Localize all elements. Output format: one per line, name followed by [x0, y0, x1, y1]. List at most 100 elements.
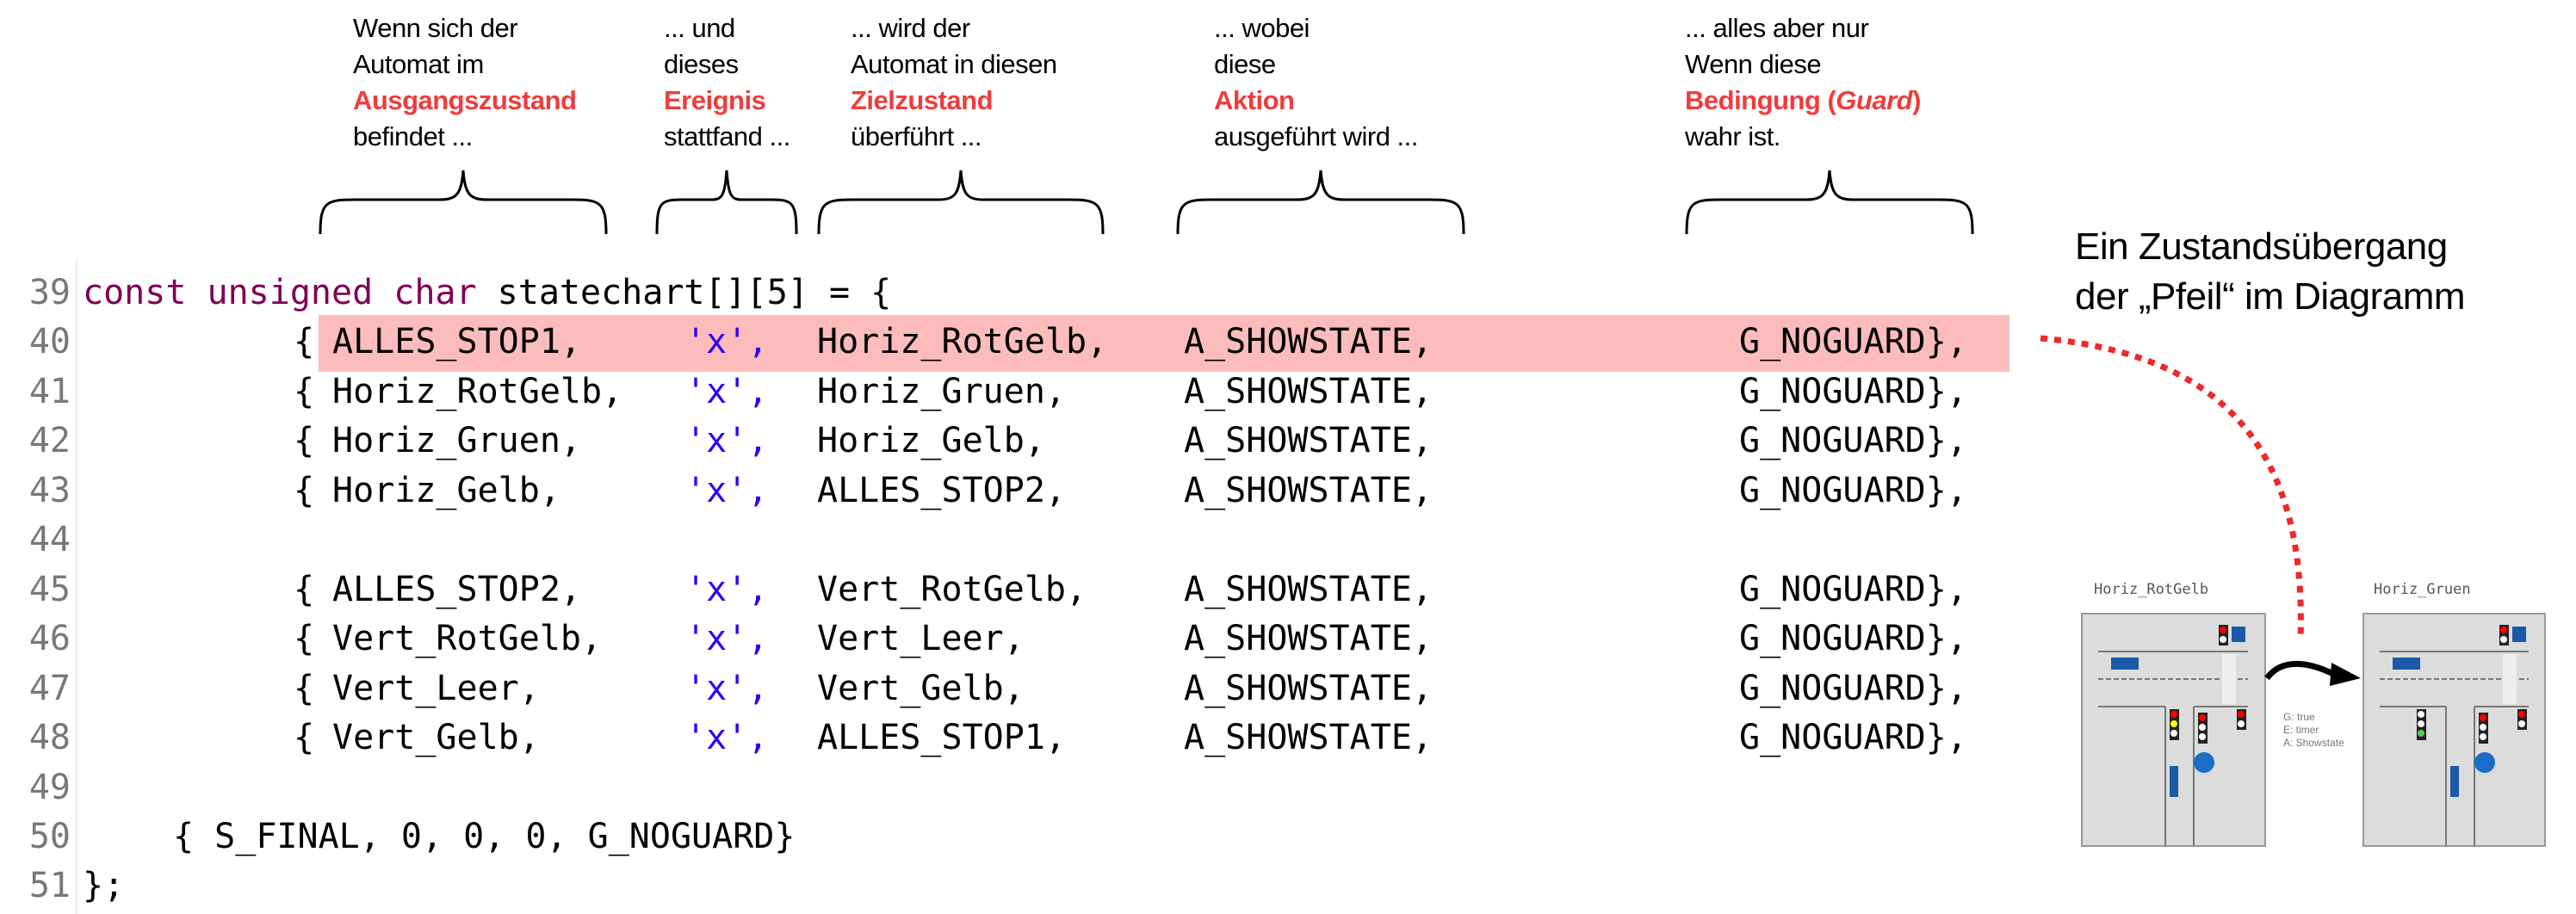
- transition-event: 'x',: [685, 371, 769, 411]
- transition-action: A_SHOWSTATE,: [1184, 569, 1433, 609]
- transition-event: E: timer: [2283, 724, 2319, 736]
- brace-event: [655, 170, 798, 234]
- transition-from: Vert_RotGelb,: [332, 619, 603, 658]
- annotation-line: ... alles aber nur: [1685, 13, 1869, 43]
- transition-action: A_SHOWSTATE,: [1184, 371, 1433, 411]
- transition-action: A: Showstate: [2283, 737, 2344, 749]
- transition-to: ALLES_STOP2,: [817, 470, 1066, 510]
- annotation-line: ... wobei: [1214, 13, 1310, 43]
- line-number: 47: [28, 668, 71, 708]
- brace-guard: [1685, 170, 1974, 234]
- line-number: 42: [28, 421, 71, 460]
- transition-guard: G_NOGUARD},: [1739, 470, 1967, 510]
- transition-guard: G_NOGUARD},: [1739, 421, 1967, 460]
- state-label-right: Horiz_Gruen: [2374, 581, 2471, 598]
- transition-action: A_SHOWSTATE,: [1184, 668, 1433, 708]
- annotation-line: Wenn diese: [1685, 49, 1822, 79]
- declaration-rest: statechart[][5] = {: [476, 273, 892, 312]
- line-number: 46: [28, 619, 71, 658]
- line-number: 51: [28, 866, 71, 905]
- keyword: const: [83, 273, 187, 312]
- annotation-line: ... wird der: [851, 13, 970, 43]
- transition-to: Horiz_Gruen,: [817, 371, 1066, 411]
- transition-to: ALLES_STOP1,: [817, 718, 1066, 757]
- annotation-line: wahr ist.: [1685, 121, 1780, 151]
- line-number: 40: [28, 322, 71, 361]
- row-open-brace: {: [294, 322, 315, 361]
- transition-to: Vert_Leer,: [817, 619, 1025, 658]
- brace-target: [817, 170, 1105, 234]
- state-box-right: [2362, 613, 2546, 847]
- line-number: 43: [28, 470, 71, 510]
- annotation-line: ausgeführt wird ...: [1214, 121, 1418, 151]
- side-title: Ein Zustandsübergang der „Pfeil“ im Diag…: [2075, 222, 2466, 322]
- transition-to: Vert_Gelb,: [817, 668, 1025, 708]
- transition-to: Horiz_Gelb,: [817, 421, 1045, 460]
- line-number: 49: [28, 767, 71, 807]
- transition-event: 'x',: [685, 470, 769, 510]
- transition-to: Vert_RotGelb,: [817, 569, 1087, 609]
- transition-arrowhead: [2330, 663, 2361, 686]
- transition-arrow: [2264, 660, 2337, 681]
- transition-from: Horiz_Gruen,: [332, 421, 581, 460]
- line-number: 39: [28, 273, 71, 312]
- brace-action: [1176, 170, 1465, 234]
- annotation-highlight: Ausgangszustand: [353, 85, 577, 115]
- annotation-line: befindet ...: [353, 121, 473, 151]
- row-open-brace: {: [294, 569, 315, 609]
- state-label-left: Horiz_RotGelb: [2094, 581, 2209, 598]
- transition-from: Vert_Leer,: [332, 668, 540, 708]
- transition-from: ALLES_STOP1,: [332, 322, 581, 361]
- code-line-declaration: const unsigned char statechart[][5] = {: [83, 269, 891, 318]
- row-open-brace: {: [294, 371, 315, 411]
- code-line-close: };: [83, 866, 125, 905]
- annotation-highlight: Aktion: [1214, 85, 1295, 115]
- transition-action: A_SHOWSTATE,: [1184, 718, 1433, 757]
- row-open-brace: {: [294, 718, 315, 757]
- transition-event: 'x',: [685, 569, 769, 609]
- annotation-line: Automat im: [353, 49, 484, 79]
- transition-action: A_SHOWSTATE,: [1184, 421, 1433, 460]
- transition-action: A_SHOWSTATE,: [1184, 619, 1433, 658]
- transition-guard: G_NOGUARD},: [1739, 718, 1967, 757]
- transition-event: 'x',: [685, 668, 769, 708]
- annotation-line: diese: [1214, 49, 1276, 79]
- annotation-highlight: Bedingung (Guard): [1685, 85, 1921, 115]
- editor-gutter-divider: [76, 258, 77, 914]
- code-line-final: { S_FINAL, 0, 0, 0, G_NOGUARD}: [173, 817, 796, 856]
- keyword: char: [393, 273, 477, 312]
- transition-action: A_SHOWSTATE,: [1184, 470, 1433, 510]
- transition-action: A_SHOWSTATE,: [1184, 322, 1433, 361]
- row-open-brace: {: [294, 668, 315, 708]
- transition-from: Horiz_Gelb,: [332, 470, 560, 510]
- annotation-highlight: Zielzustand: [851, 85, 994, 115]
- transition-guard: G_NOGUARD},: [1739, 569, 1967, 609]
- state-box-left: [2081, 613, 2266, 847]
- annotation-line: überführt ...: [851, 121, 982, 151]
- annotation-line: ... und: [664, 13, 735, 43]
- transition-event: 'x',: [685, 421, 769, 460]
- transition-event: 'x',: [685, 619, 769, 658]
- row-open-brace: {: [294, 421, 315, 460]
- transition-guard: G_NOGUARD},: [1739, 668, 1967, 708]
- annotation-highlight: Ereignis: [664, 85, 766, 115]
- transition-guard: G_NOGUARD},: [1739, 619, 1967, 658]
- line-number: 48: [28, 718, 71, 757]
- transition-from: Vert_Gelb,: [332, 718, 540, 757]
- transition-from: ALLES_STOP2,: [332, 569, 581, 609]
- row-open-brace: {: [294, 619, 315, 658]
- line-number: 41: [28, 371, 71, 411]
- annotation-line: dieses: [664, 49, 739, 79]
- annotation-line: stattfand ...: [664, 121, 790, 151]
- annotation-line: Wenn sich der: [353, 13, 518, 43]
- transition-event: 'x',: [685, 322, 769, 361]
- line-number: 44: [28, 520, 71, 559]
- transition-to: Horiz_RotGelb,: [817, 322, 1108, 361]
- transition-from: Horiz_RotGelb,: [332, 371, 623, 411]
